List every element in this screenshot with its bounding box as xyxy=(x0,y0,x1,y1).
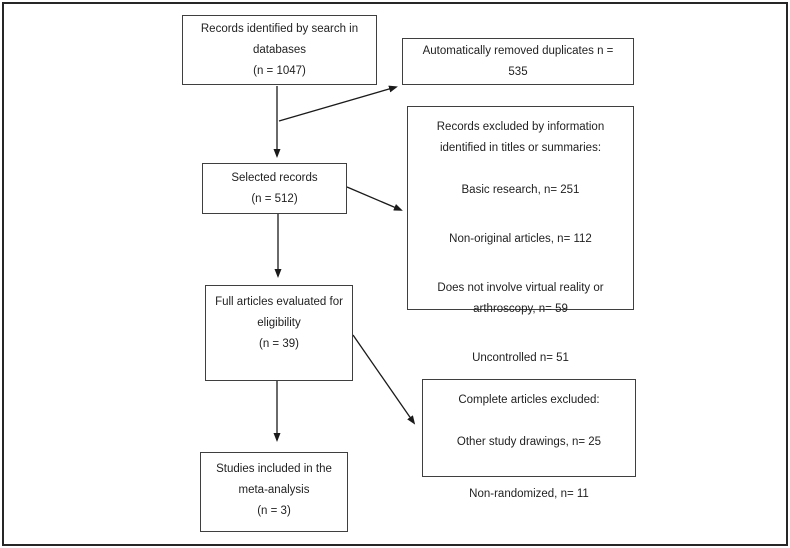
box-studies-included: Studies included in the meta-analysis (n… xyxy=(200,452,348,532)
records-excluded-item: Uncontrolled n= 51 xyxy=(472,352,569,364)
complete-articles-excluded-item: Non-randomized, n= 11 xyxy=(469,488,589,500)
complete-articles-excluded-item: Other study drawings, n= 25 xyxy=(456,436,602,448)
full-articles-count: (n = 39) xyxy=(259,338,299,350)
arrow-full-to-complete-excluded xyxy=(352,334,416,425)
arrow-selected-to-excluded xyxy=(346,186,403,211)
duplicates-removed-label: Automatically removed duplicates n = 535 xyxy=(422,44,614,78)
box-selected-records: Selected records (n = 512) xyxy=(202,163,347,214)
box-duplicates-removed: Automatically removed duplicates n = 535 xyxy=(402,38,634,85)
records-identified-count: (n = 1047) xyxy=(253,64,306,77)
studies-included-count: (n = 3) xyxy=(257,505,291,517)
box-complete-articles-excluded: Complete articles excluded: Other study … xyxy=(422,379,636,500)
complete-articles-excluded-header: Complete articles excluded: xyxy=(458,394,600,406)
records-excluded-item: Basic research, n= 251 xyxy=(461,184,580,196)
records-identified-label: Records identified by search in database… xyxy=(200,22,359,56)
records-excluded-item: Non-original articles, n= 112 xyxy=(449,233,592,245)
full-articles-label: Full articles evaluated for eligibility xyxy=(215,296,343,329)
arrow-identified-to-duplicates xyxy=(278,85,398,122)
selected-records-count: (n = 512) xyxy=(251,192,298,205)
box-full-articles: Full articles evaluated for eligibility … xyxy=(205,285,353,381)
records-excluded-items: Basic research, n= 251 Non-original arti… xyxy=(408,159,633,390)
selected-records-label: Selected records xyxy=(231,171,318,184)
box-records-excluded: Records excluded by information identifi… xyxy=(407,106,634,364)
records-excluded-item: Does not involve virtual reality or arth… xyxy=(437,282,604,315)
records-excluded-header: Records excluded by information identifi… xyxy=(436,121,605,154)
studies-included-label: Studies included in the meta-analysis xyxy=(216,463,332,496)
box-records-identified: Records identified by search in database… xyxy=(182,15,377,85)
complete-articles-excluded-items: Other study drawings, n= 25 Non-randomiz… xyxy=(423,411,635,526)
